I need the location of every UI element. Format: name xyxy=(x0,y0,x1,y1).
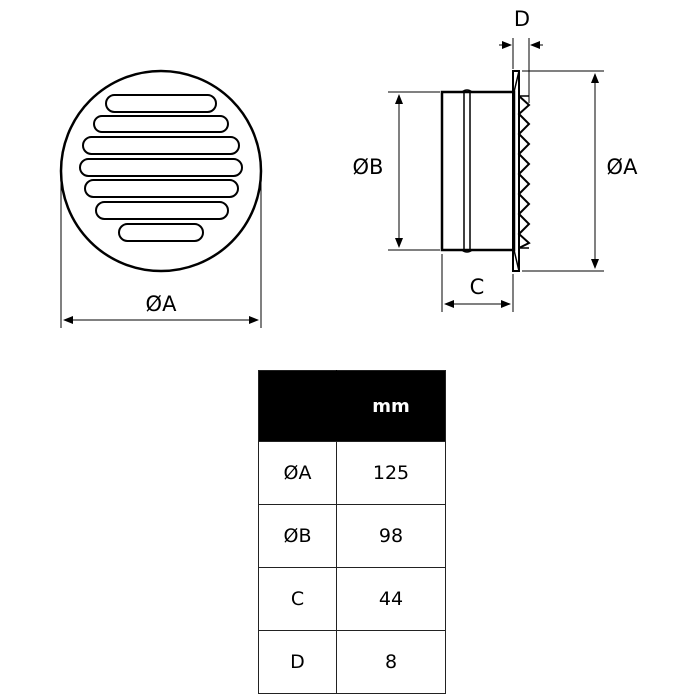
louver-profile xyxy=(517,95,531,249)
louver xyxy=(93,115,229,133)
front-view xyxy=(59,69,263,328)
dimension-table: mm ØA 125 ØB 98 C 44 D 8 xyxy=(258,370,446,694)
table-cell-param: ØB xyxy=(258,504,337,568)
louver xyxy=(105,94,217,113)
front-diameter-label: ØA xyxy=(146,292,178,316)
table-row: ØA 125 xyxy=(258,441,446,505)
louver xyxy=(84,179,239,198)
table-cell-value: 98 xyxy=(336,504,446,568)
louver xyxy=(79,158,243,177)
flange xyxy=(512,70,520,272)
side-dimensions xyxy=(388,38,604,312)
table-cell-value: 8 xyxy=(336,630,446,694)
depth-label: C xyxy=(470,275,485,299)
table-row: D 8 xyxy=(258,630,446,694)
front-dimension-a xyxy=(60,176,262,328)
louver xyxy=(118,223,204,242)
table-cell-value: 125 xyxy=(336,441,446,505)
table-cell-param: ØA xyxy=(258,441,337,505)
table-header-empty xyxy=(258,370,337,442)
table-row: C 44 xyxy=(258,567,446,631)
table-row: ØB 98 xyxy=(258,504,446,568)
outer-grille-circle xyxy=(59,69,263,273)
grille-louvers xyxy=(79,94,243,242)
louver xyxy=(95,201,229,220)
table-cell-param: D xyxy=(258,630,337,694)
louver xyxy=(82,136,240,155)
spigot-body xyxy=(440,90,516,252)
side-outer-diameter-label: ØA xyxy=(607,155,639,179)
table-header-unit: mm xyxy=(336,370,446,442)
table-cell-param: C xyxy=(258,567,337,631)
table-cell-value: 44 xyxy=(336,567,446,631)
side-inner-diameter-label: ØB xyxy=(353,155,384,179)
side-view xyxy=(440,70,531,272)
flange-label: D xyxy=(514,7,530,31)
technical-drawing: ØA ØB ØA C D xyxy=(59,7,639,328)
table-header-row: mm xyxy=(258,370,446,442)
